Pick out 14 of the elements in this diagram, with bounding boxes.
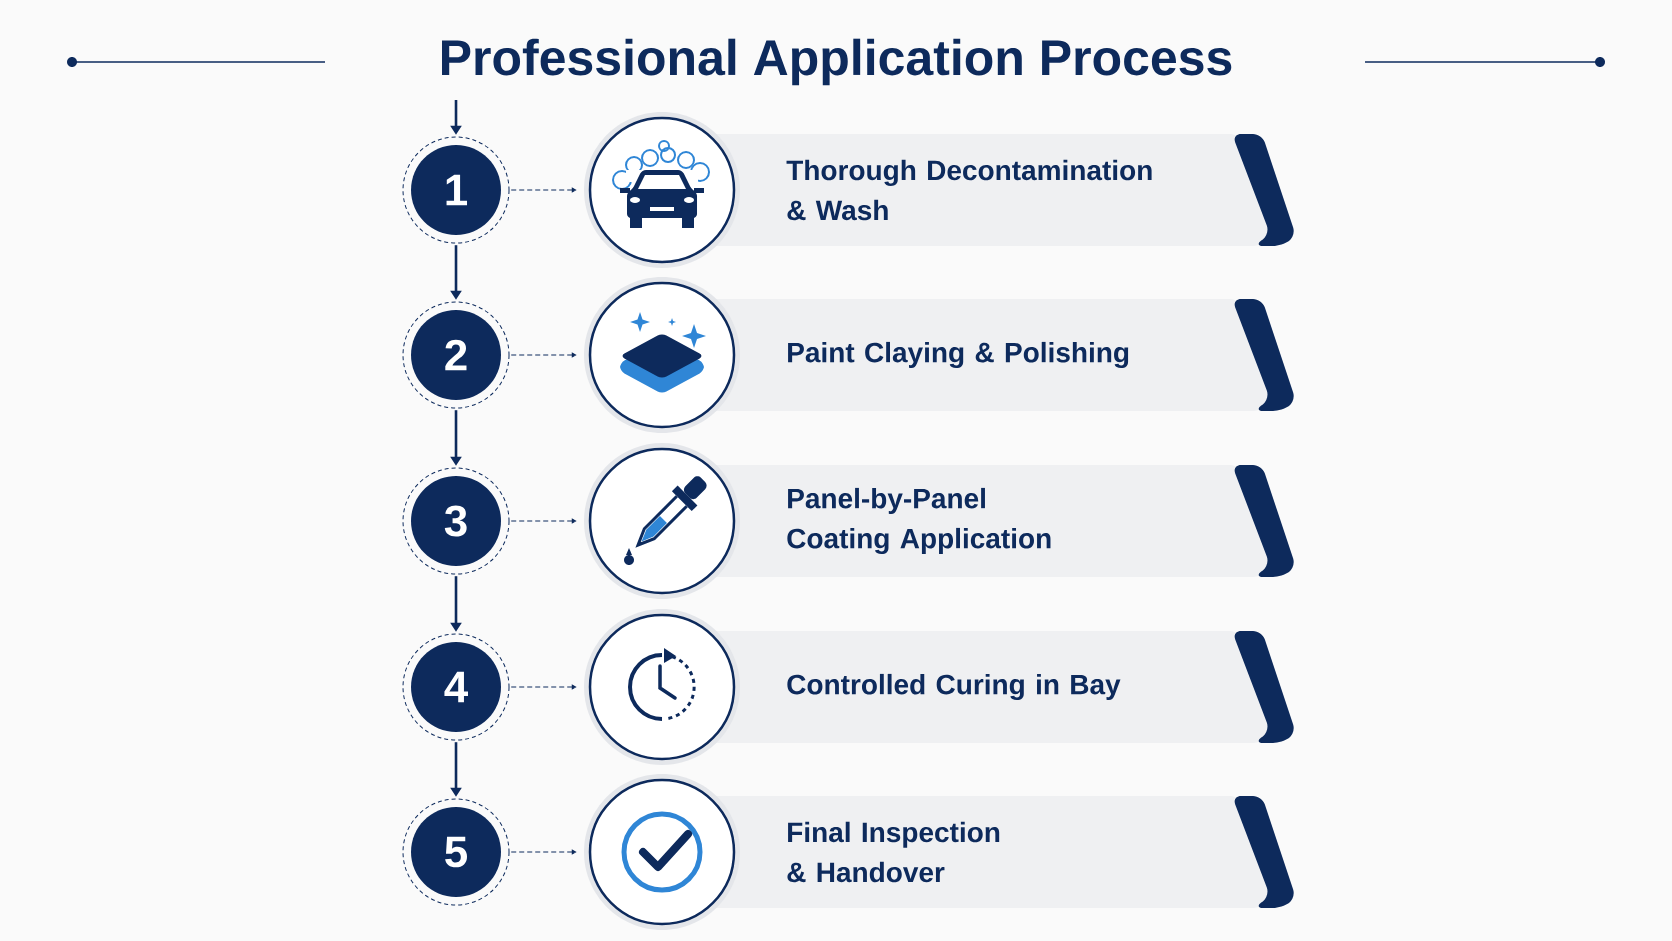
step-band: Thorough Decontamination & Wash: [682, 134, 1294, 246]
step-band: Panel-by-Panel Coating Application: [682, 465, 1294, 577]
icon-circle: [584, 774, 740, 930]
icon-circle: [584, 443, 740, 599]
number-badge: 1: [402, 136, 510, 244]
number-badge: 5: [402, 798, 510, 906]
title: Professional Application Process: [442, 38, 1232, 86]
step-band: Controlled Curing in Bay: [682, 631, 1294, 743]
number-badge: 2: [402, 301, 510, 409]
number-badge: 3: [402, 467, 510, 575]
icon-circle: [584, 609, 740, 765]
step-band: Final Inspection & Handover: [682, 796, 1294, 908]
number-badge: 4: [402, 633, 510, 741]
step-band: Paint Claying & Polishing: [682, 299, 1294, 411]
